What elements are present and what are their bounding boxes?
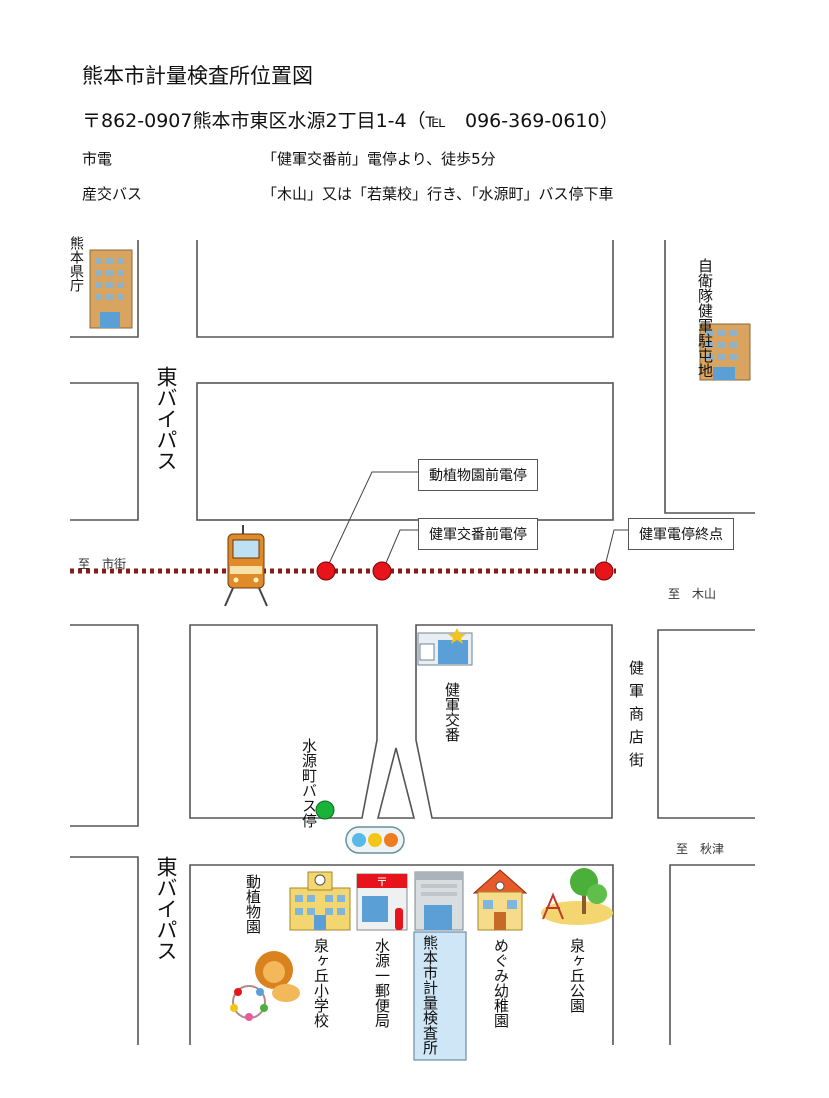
label-inspection-office: 熊本市計量検査所 <box>421 935 439 1055</box>
tag-koban-stop: 健軍交番前電停 <box>418 518 538 550</box>
address: 〒862-0907熊本市東区水源2丁目1-4（℡ 096-369-0610） <box>82 110 619 132</box>
inspection-office-highlight <box>413 931 467 1061</box>
label-kindergarten: めぐみ幼稚園 <box>492 938 510 1028</box>
label-bypass-south: 東バイパス <box>154 856 178 961</box>
stop-zoo-marker <box>316 561 336 581</box>
route-tram: 市電 「健軍交番前」電停より、徒歩5分 <box>82 148 496 169</box>
label-sdf: 自衛隊健軍駐屯地 <box>696 258 714 378</box>
road-blocks <box>70 240 755 1045</box>
lion-icon <box>230 951 300 1021</box>
label-to-kiyama: 至 木山 <box>668 587 717 601</box>
block-center <box>196 382 614 521</box>
label-police-box: 健軍交番 <box>443 682 461 742</box>
block-prefecture <box>70 240 139 338</box>
tram-icon <box>224 525 268 607</box>
stop-koban-marker <box>372 561 392 581</box>
leader-koban <box>382 529 418 571</box>
block-bottom-left <box>70 856 139 1045</box>
label-to-city: 至 市街 <box>78 557 127 571</box>
route-bus-mode: 産交バス <box>82 185 143 203</box>
route-tram-text: 「健軍交番前」電停より、徒歩5分 <box>262 150 496 168</box>
bus-stop-marker <box>315 800 335 820</box>
label-shopping-street: 健軍商店街 <box>627 660 645 775</box>
label-bus-stop: 水源町バス停 <box>300 738 318 828</box>
block-southwest <box>70 624 139 827</box>
block-koban <box>415 624 613 819</box>
building-icon <box>699 323 751 381</box>
block-sdf <box>664 240 755 514</box>
label-prefecture: 熊本県庁 <box>68 236 84 292</box>
block-west <box>70 382 139 521</box>
label-bypass-north: 東バイパス <box>154 366 178 471</box>
leader-zoo <box>325 471 418 571</box>
page-title: 熊本市計量検査所位置図 <box>82 64 313 88</box>
route-tram-mode: 市電 <box>82 150 113 168</box>
block-bottom-right <box>669 864 755 1045</box>
route-bus: 産交バス 「木山」又は「若葉校」行き、「水源町」バス停下車 <box>82 183 613 204</box>
block-busstop <box>189 624 378 819</box>
building-icon <box>89 249 133 329</box>
label-school: 泉ヶ丘小学校 <box>312 938 330 1028</box>
tag-zoo-stop: 動植物園前電停 <box>418 459 538 491</box>
tag-terminal-stop: 健軍電停終点 <box>628 518 734 550</box>
route-bus-text: 「木山」又は「若葉校」行き、「水源町」バス停下車 <box>262 185 614 203</box>
leader-terminal <box>603 529 628 571</box>
police-box-icon <box>417 628 473 666</box>
label-post-office: 水源一郵便局 <box>373 938 391 1028</box>
label-zoo: 動植物園 <box>244 874 262 934</box>
park-icon <box>541 868 613 925</box>
block-shopping <box>657 629 755 819</box>
svg-text:〒: 〒 <box>376 875 388 889</box>
traffic-island <box>376 747 416 819</box>
post-office-icon: 〒 <box>356 873 408 931</box>
leader-lines <box>325 471 628 571</box>
block-north <box>196 240 614 338</box>
stop-terminal-marker <box>594 561 614 581</box>
block-south <box>189 864 614 1045</box>
office-icon <box>414 871 464 931</box>
label-park: 泉ヶ丘公園 <box>568 938 586 1013</box>
kindergarten-icon <box>472 869 528 931</box>
traffic-light-icon <box>345 826 405 854</box>
school-icon <box>289 871 351 931</box>
label-to-akitsu: 至 秋津 <box>676 842 725 856</box>
